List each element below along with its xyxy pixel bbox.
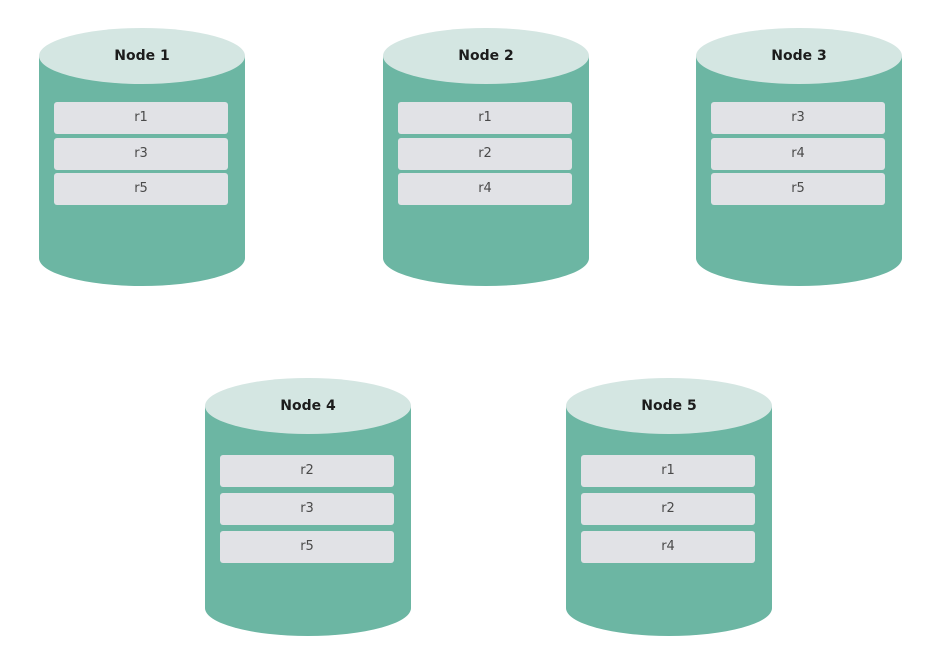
replica-item: r2	[581, 493, 755, 525]
node-title: Node 3	[771, 48, 827, 64]
replica-item: r4	[711, 137, 885, 170]
replica-item: r3	[54, 137, 228, 170]
replica-item: r1	[398, 102, 572, 134]
node-3-cylinder: Node 3 r3 r4 r5	[696, 28, 902, 286]
node-2-cylinder: Node 2 r1 r2 r4	[383, 28, 589, 286]
cylinder-top	[383, 28, 589, 84]
node-4-cylinder: Node 4 r2 r3 r5	[205, 378, 411, 636]
replica-item: r3	[711, 102, 885, 134]
replica-item: r2	[220, 455, 394, 487]
replica-item: r4	[398, 173, 572, 205]
replica-list: r3 r4 r5	[711, 102, 885, 209]
replica-item: r5	[54, 173, 228, 205]
replica-list: r1 r2 r4	[581, 455, 755, 569]
replica-item: r1	[581, 455, 755, 487]
cylinder-top	[39, 28, 245, 84]
replica-item: r5	[711, 173, 885, 205]
replica-list: r2 r3 r5	[220, 455, 394, 569]
replica-item: r2	[398, 137, 572, 170]
node-title: Node 2	[458, 48, 514, 64]
node-5-cylinder: Node 5 r1 r2 r4	[566, 378, 772, 636]
node-title: Node 1	[114, 48, 170, 64]
replica-item: r4	[581, 531, 755, 563]
cylinder-top	[696, 28, 902, 84]
replica-list: r1 r2 r4	[398, 102, 572, 209]
cylinder-top	[566, 378, 772, 434]
node-title: Node 4	[280, 398, 336, 414]
cylinder-top	[205, 378, 411, 434]
replica-list: r1 r3 r5	[54, 102, 228, 209]
node-1-cylinder: Node 1 r1 r3 r5	[39, 28, 245, 286]
replica-item: r5	[220, 531, 394, 563]
node-title: Node 5	[641, 398, 697, 414]
replica-item: r1	[54, 102, 228, 134]
replica-item: r3	[220, 493, 394, 525]
